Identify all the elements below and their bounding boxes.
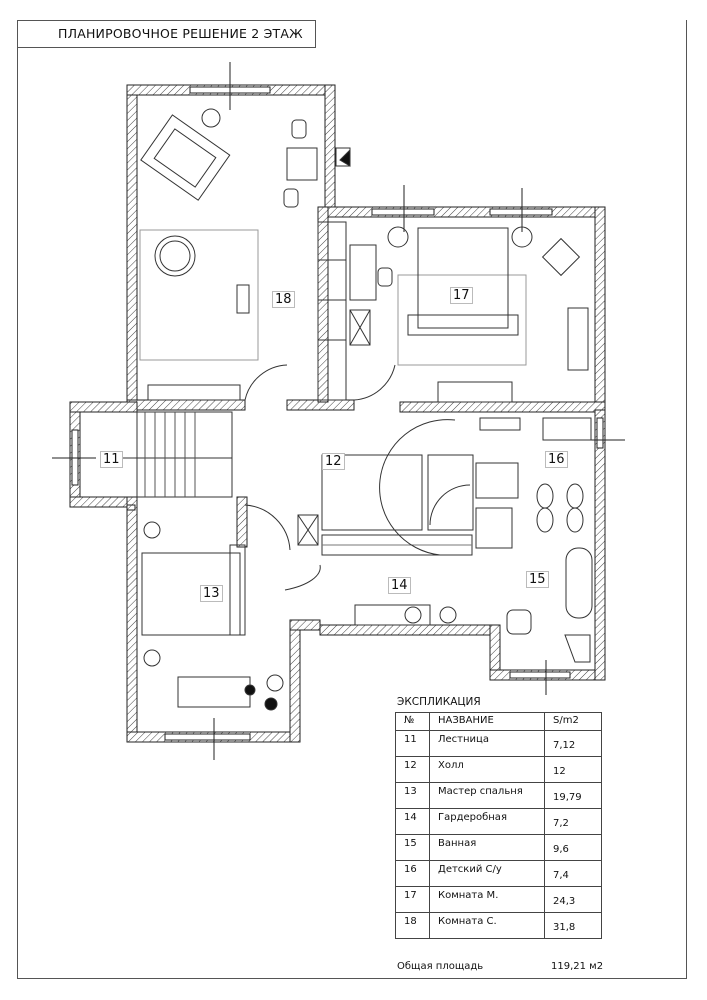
- cell-name: Лестница: [429, 730, 545, 757]
- cell-num: 11: [395, 730, 430, 757]
- cell-area: 7,12: [544, 730, 602, 757]
- table-header: № НАЗВАНИЕ S/m2: [395, 712, 602, 731]
- cell-name: Гардеробная: [429, 808, 545, 835]
- room-label-11: 11: [100, 451, 123, 468]
- cell-name: Холл: [429, 756, 545, 783]
- cell-num: 14: [395, 808, 430, 835]
- cell-area: 19,79: [544, 782, 602, 809]
- cell-name: Ванная: [429, 834, 545, 861]
- cell-name: Детский С/у: [429, 860, 545, 887]
- total-value: 119,21 м2: [551, 961, 604, 972]
- cell-num: 16: [395, 860, 430, 887]
- header-num: №: [395, 712, 430, 731]
- windows: [71, 86, 604, 741]
- drawing-title: ПЛАНИРОВОЧНОЕ РЕШЕНИЕ 2 ЭТАЖ: [58, 26, 303, 41]
- cell-name: Комната М.: [429, 886, 545, 913]
- room-label-18: 18: [272, 291, 295, 308]
- room-label-17: 17: [450, 287, 473, 304]
- walls: [69, 84, 606, 743]
- cell-area: 31,8: [544, 912, 602, 939]
- room-label-15: 15: [526, 571, 549, 588]
- total-label: Общая площадь: [397, 961, 484, 972]
- room-label-13: 13: [200, 585, 223, 602]
- cell-num: 18: [395, 912, 430, 939]
- room-label-14: 14: [388, 577, 411, 594]
- cell-area: 7,2: [544, 808, 602, 835]
- room-label-12: 12: [322, 453, 345, 470]
- explication-title: ЭКСПЛИКАЦИЯ: [397, 696, 481, 708]
- cell-area: 12: [544, 756, 602, 783]
- cell-area: 7,4: [544, 860, 602, 887]
- cell-name: Мастер спальня: [429, 782, 545, 809]
- cell-area: 9,6: [544, 834, 602, 861]
- cell-num: 15: [395, 834, 430, 861]
- cell-num: 17: [395, 886, 430, 913]
- cell-num: 13: [395, 782, 430, 809]
- cell-num: 12: [395, 756, 430, 783]
- header-name: НАЗВАНИЕ: [429, 712, 545, 731]
- title-box: [17, 20, 316, 48]
- cell-area: 24,3: [544, 886, 602, 913]
- drawing-frame: [17, 20, 687, 979]
- room-label-16: 16: [545, 451, 568, 468]
- furniture: [100, 108, 593, 711]
- cell-name: Комната С.: [429, 912, 545, 939]
- header-area: S/m2: [544, 712, 602, 731]
